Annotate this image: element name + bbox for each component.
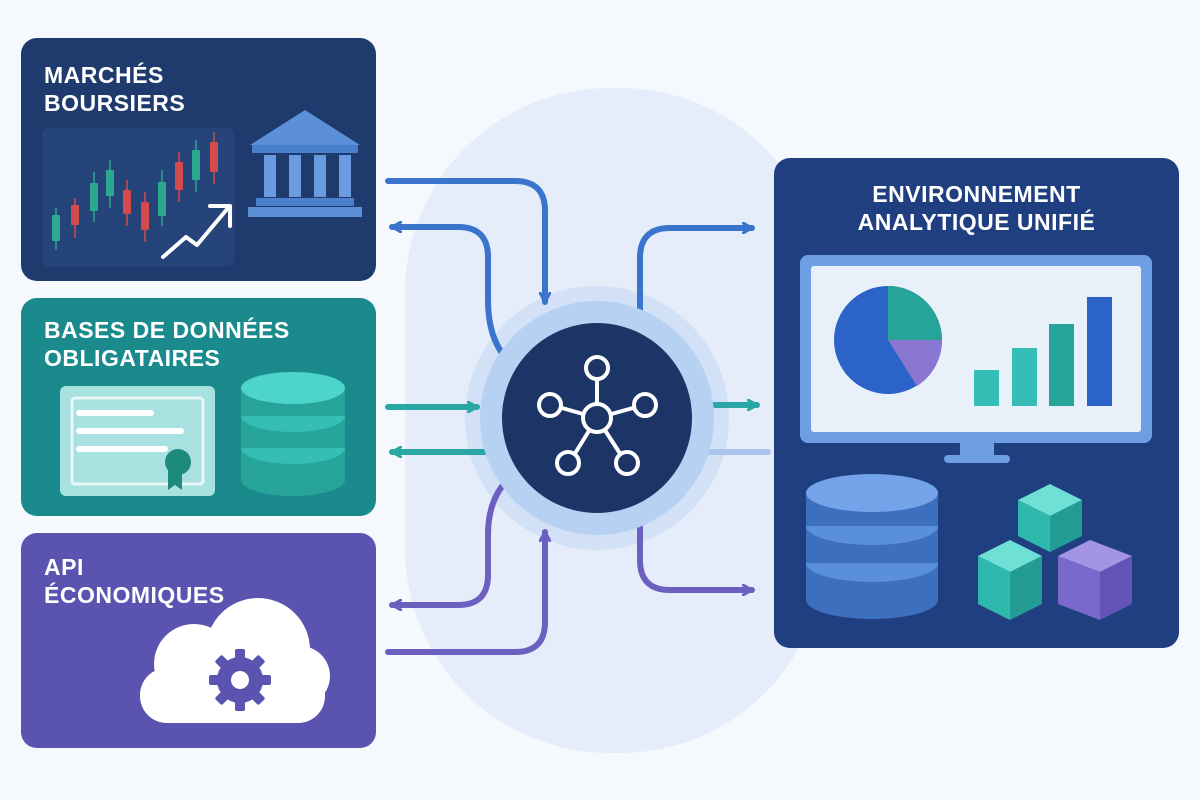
- destination-title-line2: ANALYTIQUE UNIFIÉ: [857, 209, 1096, 235]
- source-panel-markets: [21, 38, 376, 281]
- source-panel-bonds: [21, 298, 376, 516]
- source-panel-apis: [21, 533, 376, 748]
- source-title-apis-line2: ÉCONOMIQUES: [44, 582, 225, 608]
- database-icon: [241, 372, 345, 496]
- source-title-markets-line2: BOURSIERS: [44, 90, 186, 116]
- candlestick-chart-icon: [52, 132, 218, 250]
- network-hub-icon: [537, 355, 658, 476]
- bar-chart-icon: [974, 297, 1112, 406]
- cubes-icon: [978, 484, 1132, 620]
- database-icon: [806, 474, 938, 619]
- source-title-bonds: BASES DE DONNÉES OBLIGATAIRES: [44, 316, 290, 372]
- flow-arrow-markets-in: [385, 178, 545, 305]
- source-title-markets-line1: MARCHÉS: [44, 62, 164, 88]
- flow-arrow-dest-top: [637, 228, 755, 321]
- network-hub: [480, 301, 714, 535]
- destination-panel: [774, 158, 1179, 648]
- pie-chart-icon: [834, 286, 943, 394]
- source-title-bonds-line1: BASES DE DONNÉES: [44, 317, 290, 343]
- destination-title-line1: ENVIRONNEMENT: [872, 181, 1081, 207]
- candlestick-chart-area: [42, 128, 234, 266]
- cloud-gear-icon: [140, 598, 330, 723]
- source-title-apis: API ÉCONOMIQUES: [44, 553, 225, 609]
- bank-building-icon: [248, 110, 362, 217]
- destination-title: ENVIRONNEMENT ANALYTIQUE UNIFIÉ: [774, 180, 1179, 236]
- source-title-markets: MARCHÉS BOURSIERS: [44, 61, 185, 117]
- flow-arrow-apis-in: [385, 529, 545, 655]
- flow-arrow-dest-bottom: [637, 497, 755, 590]
- source-title-bonds-line2: OBLIGATAIRES: [44, 345, 221, 371]
- trend-arrow-icon: [161, 204, 232, 259]
- certificate-icon: [60, 386, 215, 496]
- source-title-apis-line1: API: [44, 554, 84, 580]
